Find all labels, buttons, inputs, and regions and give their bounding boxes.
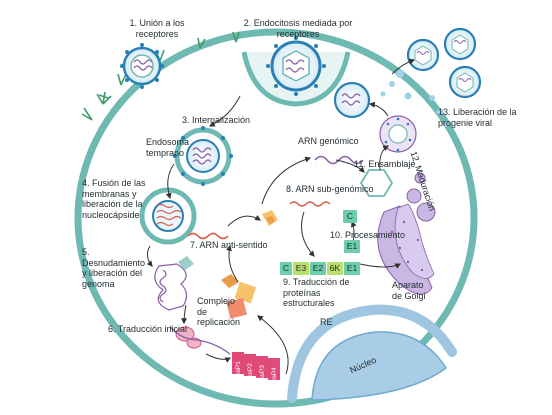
step-8-label: 8. ARN sub-genómico xyxy=(286,184,374,194)
step-5-label: 5. Desnudamiento y liberación del genoma xyxy=(82,247,146,289)
genomic-rna-label: ARN genómico xyxy=(298,136,359,146)
nonstructural-proteins xyxy=(232,352,280,380)
golgi-label: Aparato de Golgi xyxy=(392,280,426,301)
maturing-vesicle xyxy=(379,115,417,153)
nsp2-label: nsP2 xyxy=(247,363,254,378)
nsp4-label: nsP4 xyxy=(271,367,278,382)
step-6-label: 6. Traducción inicial xyxy=(108,324,188,334)
endoplasmic-reticulum xyxy=(287,304,457,403)
protein-c: C xyxy=(280,262,292,275)
ribosome xyxy=(169,325,231,355)
subgenomic-rna-strand xyxy=(289,201,331,207)
antisense-rna-strand xyxy=(187,232,229,240)
replication-complex xyxy=(221,274,257,319)
replication-complex-label: Complejo de replicación xyxy=(197,296,241,327)
step-1-label: 1. Unión a los receptores xyxy=(129,18,185,39)
protein-6k: 6K xyxy=(327,262,343,275)
early-endosome xyxy=(173,126,233,186)
process-arrows xyxy=(146,58,416,375)
early-endosome-label: Endosoma temprano xyxy=(146,137,190,158)
protein-e1: E1 xyxy=(344,262,360,275)
step-3-label: 3. Internalización xyxy=(182,115,251,125)
nucleus xyxy=(311,331,448,401)
processed-capsid-c: C xyxy=(343,210,357,223)
step-2-label: 2. Endocitosis mediada por receptores xyxy=(243,18,353,39)
protein-e2: E2 xyxy=(310,262,326,275)
step-13-label: 13. Liberación de la progenie viral xyxy=(438,107,517,128)
uncoating-capsid xyxy=(154,256,194,311)
nsp1-label: nsP1 xyxy=(235,361,242,376)
released-virions xyxy=(380,27,482,127)
step-7-label: 7. ARN anti-sentido xyxy=(190,240,268,250)
er-label: RE xyxy=(320,317,333,327)
genomic-rna-strand xyxy=(314,155,364,165)
step-4-label: 4. Fusión de las membranas y liberación … xyxy=(82,178,146,220)
budding-virus xyxy=(333,81,371,119)
step-11-label: 11. Ensamblaje xyxy=(354,159,416,169)
step-10-label: 10. Procesamiento xyxy=(330,230,406,240)
nsp3-label: nsP3 xyxy=(259,365,266,380)
virus-endocytosis xyxy=(266,36,326,96)
nucleocapsid-hexagon xyxy=(359,169,394,197)
step-9-label: 9. Traducción de proteínas estructurales xyxy=(283,277,350,308)
golgi-apparatus xyxy=(377,172,436,295)
protein-e3: E3 xyxy=(293,262,309,275)
virus-binding xyxy=(120,43,164,89)
processed-e1: E1 xyxy=(344,240,360,253)
replicase-fragment xyxy=(262,210,278,226)
